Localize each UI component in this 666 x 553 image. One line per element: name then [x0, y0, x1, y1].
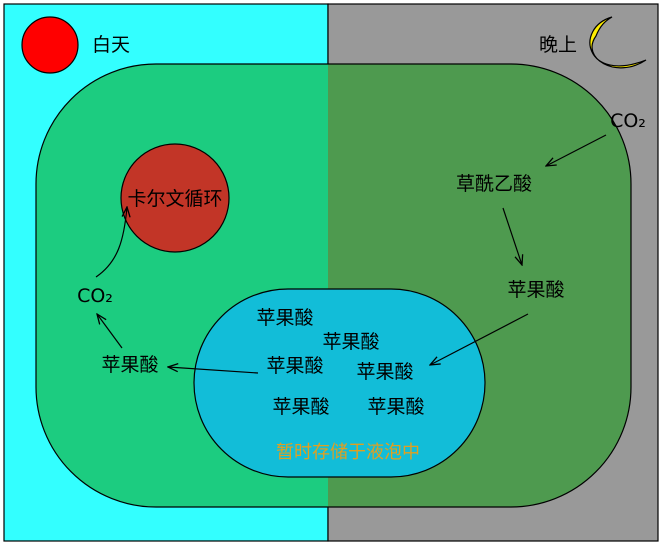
arrow-co2-to-oxaloacetate [546, 134, 607, 166]
night-label: 晚上 [539, 34, 577, 56]
vacuole-malate-2: 苹果酸 [322, 331, 379, 353]
sun-icon [21, 16, 79, 74]
cell-outline [35, 63, 632, 508]
arrow-vacuole-to-malate [168, 367, 259, 374]
calvin-cycle-label: 卡尔文循环 [127, 188, 222, 210]
calvin-cycle-circle [120, 143, 230, 253]
co2-left-label: CO₂ [77, 285, 113, 307]
storage-note: 暂时存储于液泡中 [276, 442, 420, 463]
malate-day-label: 苹果酸 [101, 354, 158, 376]
arrows [95, 134, 607, 374]
malate-night-label: 苹果酸 [507, 279, 564, 301]
co2-right-label: CO₂ [610, 110, 646, 132]
day-label: 白天 [92, 34, 130, 56]
vacuole-malate-1: 苹果酸 [256, 307, 313, 329]
arrow-malate-to-co2 [97, 314, 123, 349]
arrow-co2-to-calvin [95, 207, 127, 278]
arrow-oxaloacetate-to-malate [502, 207, 522, 265]
vacuole [193, 288, 486, 478]
vacuole-malate-4: 苹果酸 [356, 361, 413, 383]
vacuole-malate-5: 苹果酸 [272, 396, 329, 418]
vacuole-malate-3: 苹果酸 [266, 355, 323, 377]
arrow-malate-to-vacuole [430, 313, 529, 365]
moon-icon [589, 16, 647, 69]
oxaloacetate-label: 草酰乙酸 [456, 173, 532, 195]
vacuole-malate-6: 苹果酸 [367, 396, 424, 418]
